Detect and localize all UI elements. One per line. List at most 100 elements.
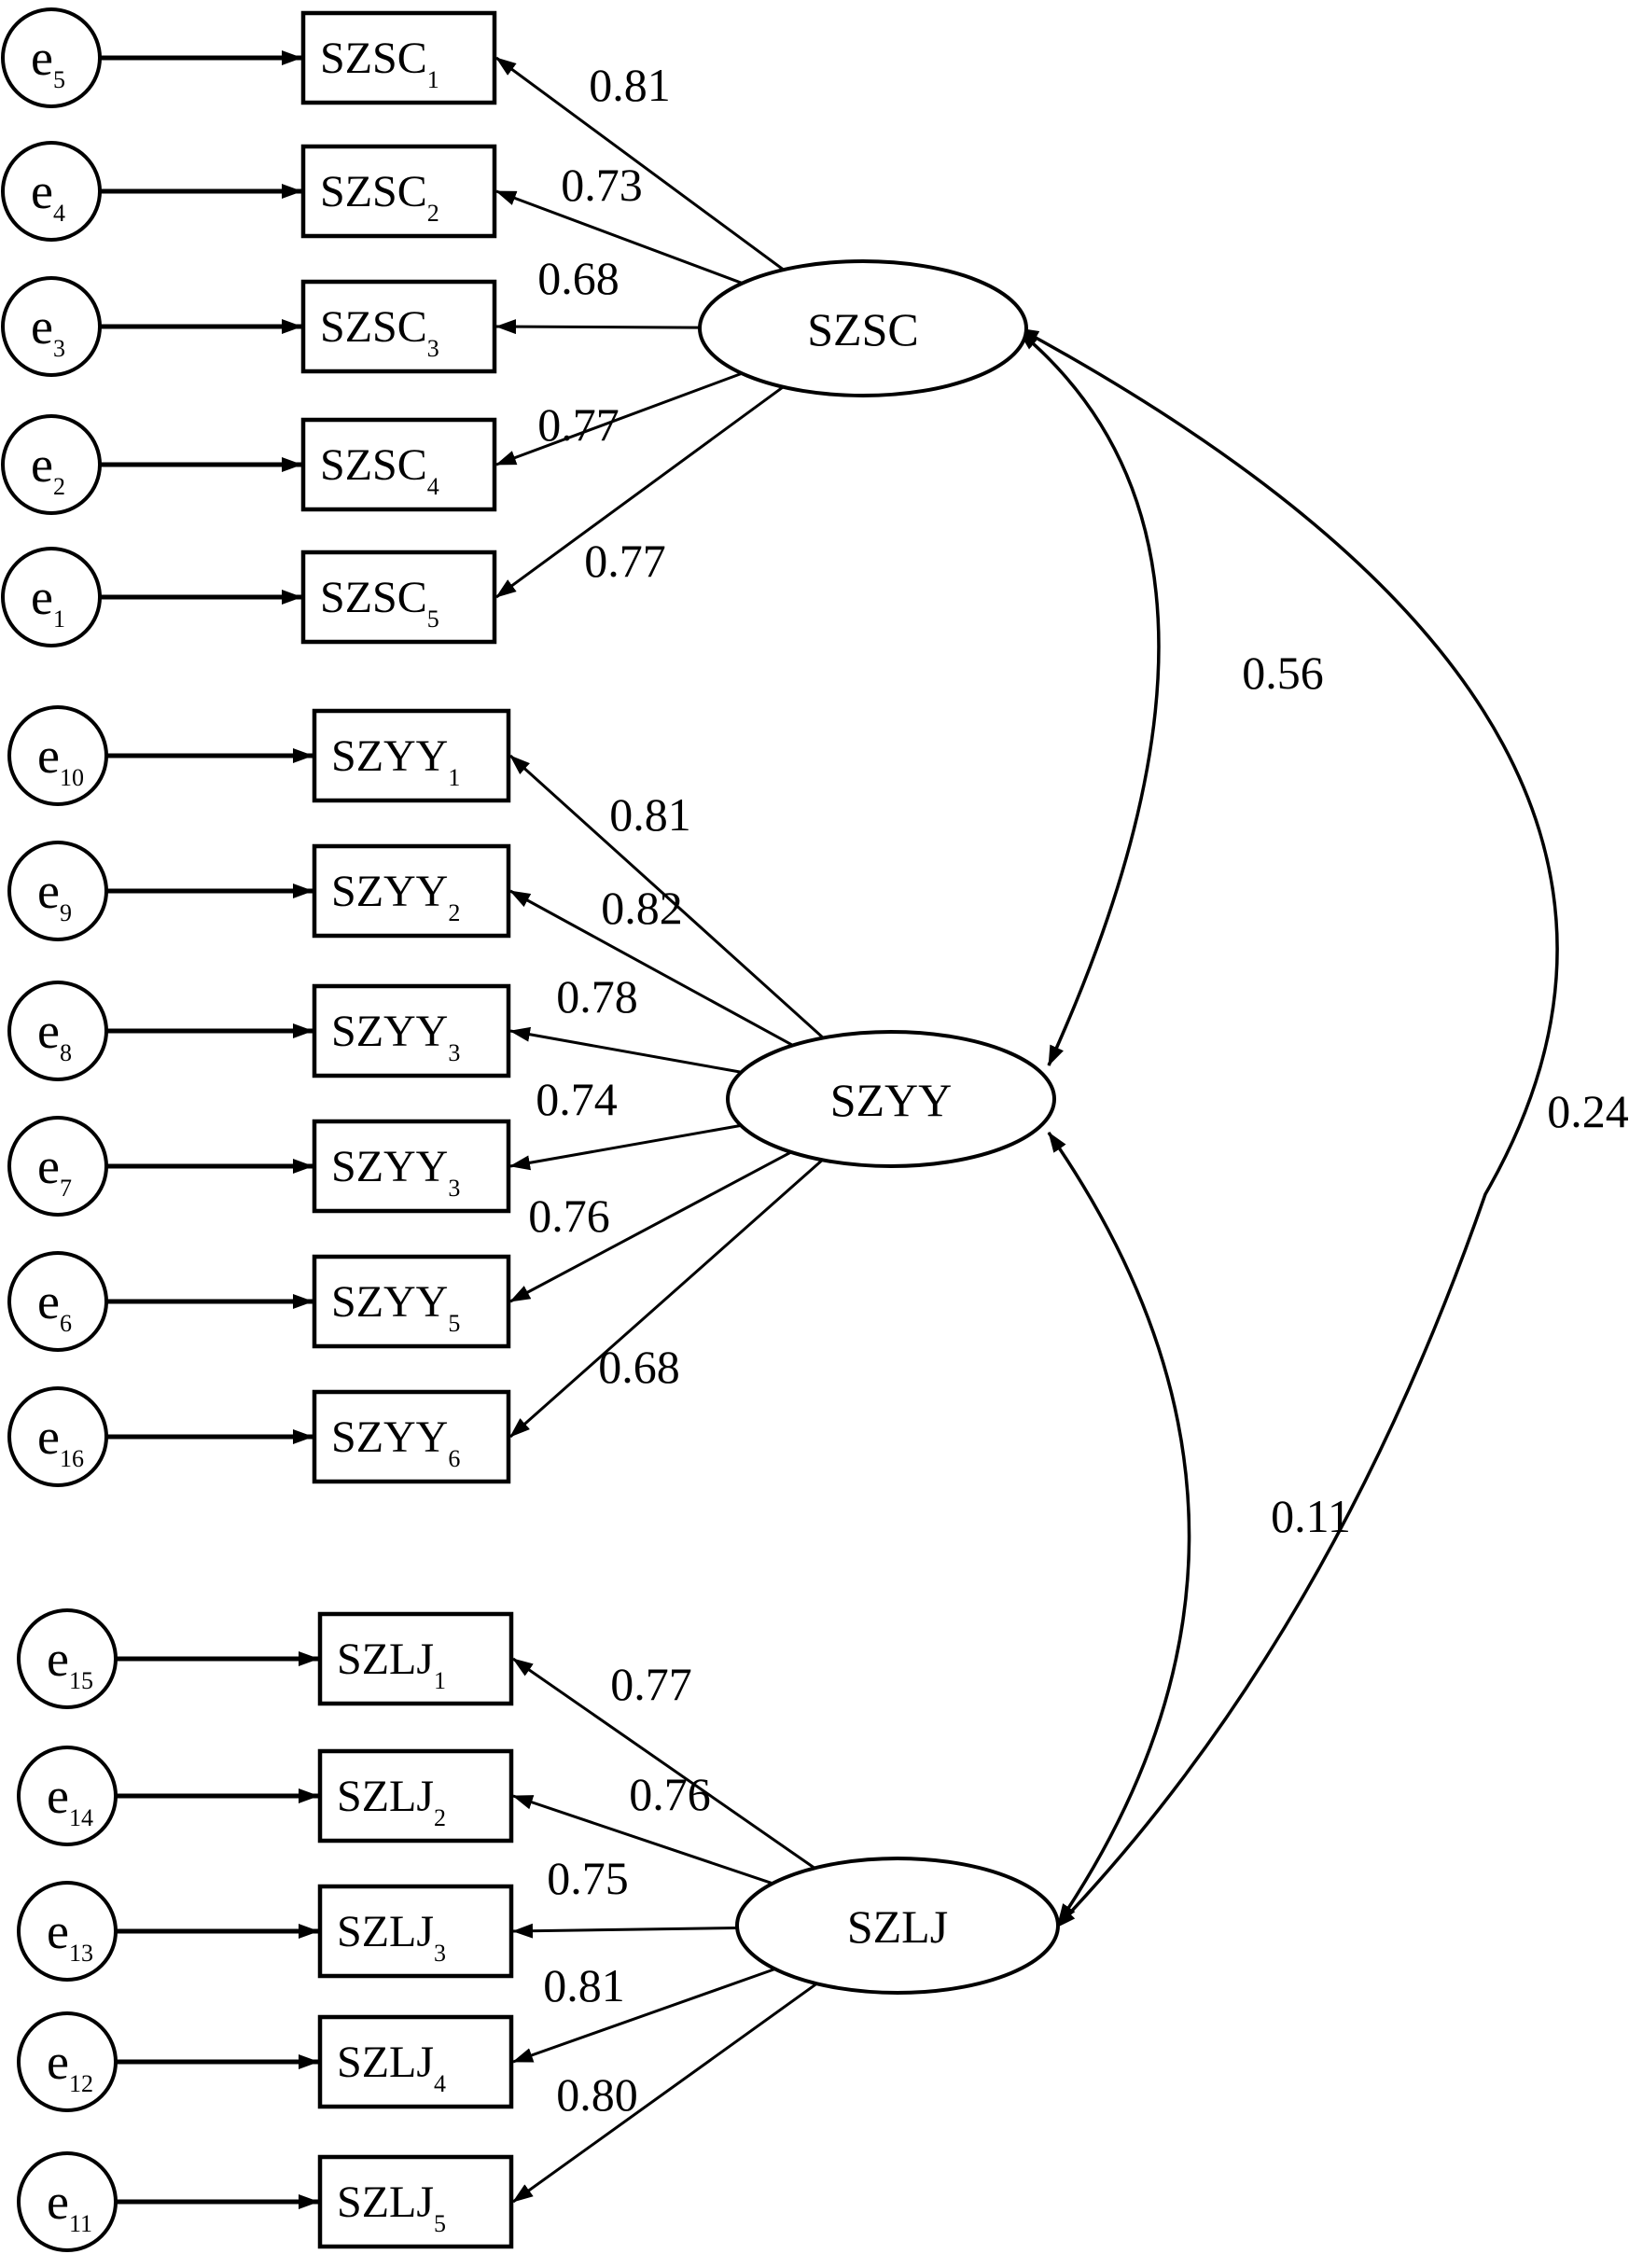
loading-arrow xyxy=(509,1123,742,1171)
error-term-circle xyxy=(17,1608,118,1709)
indicator-base: SZLJ xyxy=(337,2038,434,2087)
indicator-subscript: 3 xyxy=(434,1940,446,1967)
loading-arrow xyxy=(509,1026,742,1074)
indicator-label: SZLJ5 xyxy=(337,2178,446,2237)
indicator-box xyxy=(317,2154,514,2249)
error-term-circle xyxy=(7,841,108,941)
indicator-base: SZLJ xyxy=(337,1635,434,1684)
indicator-box xyxy=(317,1884,514,1979)
indicator-box xyxy=(300,10,497,105)
error-term-circle xyxy=(17,1746,118,1846)
indicator-base: SZSC xyxy=(320,167,427,216)
indicator-base: SZLJ xyxy=(337,1772,434,1821)
correlation-arrow xyxy=(1017,329,1161,1066)
error-term-label: e1 xyxy=(31,569,65,633)
indicator-label: SZLJ4 xyxy=(337,2038,446,2097)
error-term-label: e6 xyxy=(37,1273,72,1337)
error-term-base: e xyxy=(31,299,53,355)
indicator-box xyxy=(300,550,497,645)
indicator-label: SZYY3 xyxy=(331,1007,460,1066)
loading-arrow xyxy=(495,371,743,466)
correlation-arrow xyxy=(1047,1132,1191,1925)
loading-value: 0.77 xyxy=(537,398,620,451)
label-layer: 0.810.730.680.770.770.810.820.780.740.76… xyxy=(528,59,1629,2121)
indicator-subscript: 1 xyxy=(427,66,439,93)
error-term-circle xyxy=(7,1386,108,1487)
loading-arrow xyxy=(512,1794,773,1885)
indicator-label: SZYY1 xyxy=(331,731,460,791)
indicator-subscript: 3 xyxy=(448,1175,460,1202)
indicator-subscript: 1 xyxy=(448,764,460,791)
indicator-box xyxy=(312,1389,511,1484)
indicator-label: SZLJ3 xyxy=(337,1907,446,1967)
latent-ellipse xyxy=(726,1030,1056,1168)
error-term-subscript: 4 xyxy=(53,200,65,227)
loading-value: 0.81 xyxy=(543,1959,625,2011)
error-term-base: e xyxy=(47,2174,69,2230)
error-term-label: e13 xyxy=(47,1903,93,1967)
indicator-box xyxy=(312,983,511,1078)
error-term-label: e12 xyxy=(47,2034,93,2097)
error-term-label: e9 xyxy=(37,863,72,926)
error-term-circle xyxy=(17,2151,118,2252)
indicator-label: SZYY6 xyxy=(331,1412,460,1472)
loading-arrow xyxy=(512,1657,816,1870)
loading-arrow xyxy=(512,1923,738,1939)
indicator-label: SZLJ2 xyxy=(337,1772,446,1831)
latent-label: SZLJ xyxy=(847,1900,948,1953)
indicator-base: SZYY xyxy=(331,1412,448,1462)
error-term-subscript: 5 xyxy=(53,66,65,93)
error-term-circle xyxy=(17,1881,118,1982)
loading-value: 0.68 xyxy=(537,252,620,304)
error-term-label: e7 xyxy=(37,1138,72,1202)
error-term-subscript: 16 xyxy=(60,1445,84,1472)
edge-layer xyxy=(100,50,1559,2209)
indicator-label: SZSC4 xyxy=(320,440,439,500)
indicator-box xyxy=(312,843,511,939)
indicator-base: SZLJ xyxy=(337,2178,434,2227)
error-term-circle xyxy=(1,547,102,647)
indicator-subscript: 4 xyxy=(427,473,439,500)
error-term-label: e10 xyxy=(37,728,84,791)
loading-value: 0.73 xyxy=(561,159,643,211)
error-term-circle xyxy=(17,2011,118,2112)
loading-value: 0.81 xyxy=(589,59,671,111)
indicator-base: SZSC xyxy=(320,34,427,83)
loading-value: 0.76 xyxy=(528,1190,610,1242)
error-term-circle xyxy=(7,1251,108,1352)
indicator-label: SZSC3 xyxy=(320,302,439,362)
error-term-base: e xyxy=(31,163,53,219)
indicator-label: SZYY2 xyxy=(331,867,460,926)
loading-value: 0.77 xyxy=(584,535,666,587)
loading-value: 0.77 xyxy=(610,1658,692,1710)
error-term-base: e xyxy=(37,1409,60,1465)
indicator-label: SZLJ1 xyxy=(337,1635,446,1694)
correlation-value: 0.24 xyxy=(1547,1085,1629,1137)
error-term-label: e14 xyxy=(47,1768,93,1831)
indicator-base: SZSC xyxy=(320,573,427,622)
error-term-circle xyxy=(7,705,108,806)
error-term-label: e3 xyxy=(31,299,65,362)
error-term-subscript: 12 xyxy=(69,2070,93,2097)
loading-arrow xyxy=(509,1150,792,1303)
loading-arrow xyxy=(512,1982,818,2204)
correlation-value: 0.11 xyxy=(1271,1490,1351,1542)
indicator-box xyxy=(312,1119,511,1214)
error-term-subscript: 8 xyxy=(60,1039,72,1066)
error-term-base: e xyxy=(47,2034,69,2090)
error-term-circle xyxy=(1,414,102,515)
error-term-base: e xyxy=(37,1273,60,1329)
indicator-box xyxy=(300,144,497,239)
indicator-box xyxy=(300,417,497,512)
error-term-circle xyxy=(7,1116,108,1217)
loading-value: 0.82 xyxy=(601,882,683,934)
error-term-subscript: 15 xyxy=(69,1667,93,1694)
error-term-subscript: 1 xyxy=(53,605,65,633)
correlation-value: 0.56 xyxy=(1242,647,1324,699)
indicator-base: SZSC xyxy=(320,440,427,490)
indicator-subscript: 4 xyxy=(434,2070,446,2097)
loading-arrow xyxy=(495,56,785,271)
indicator-label: SZYY5 xyxy=(331,1277,460,1337)
indicator-base: SZYY xyxy=(331,1277,448,1327)
loading-arrow xyxy=(512,1968,776,2064)
